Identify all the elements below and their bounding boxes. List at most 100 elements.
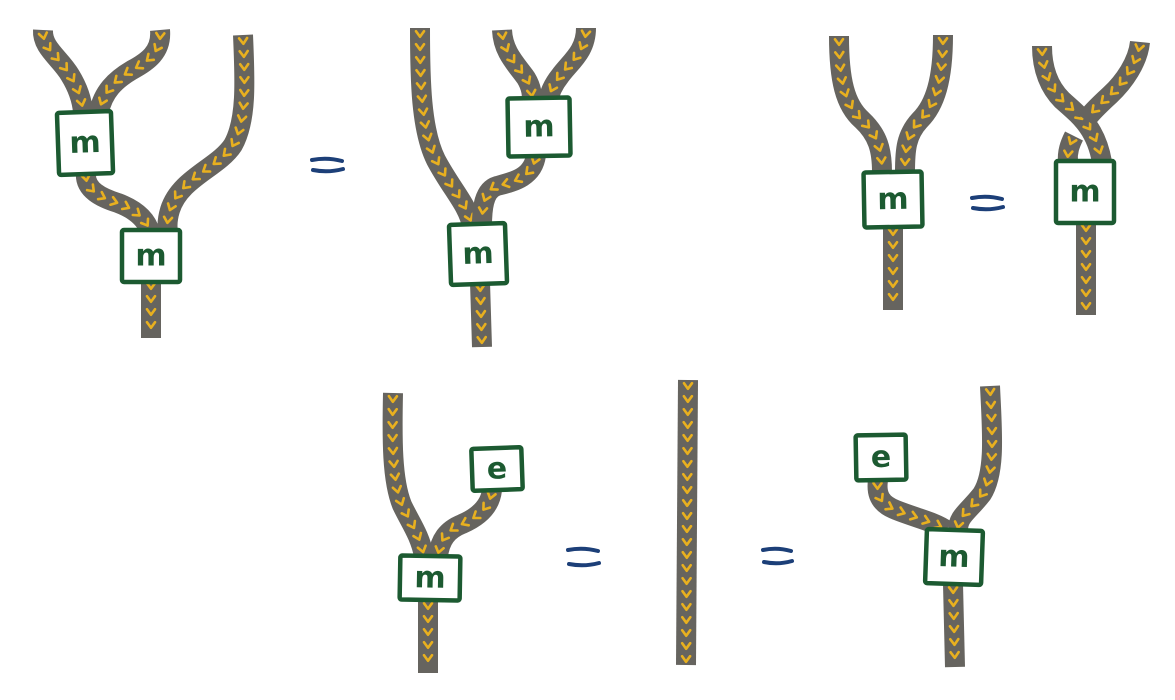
chevron-arrow-icon bbox=[937, 36, 949, 46]
chevron-arrow-icon bbox=[120, 200, 131, 211]
chevron-arrow-icon bbox=[947, 585, 959, 595]
wire-assoc-r-in1 bbox=[410, 27, 482, 229]
chevron-arrow-icon bbox=[37, 31, 49, 41]
chevron-arrow-icon bbox=[419, 120, 431, 129]
chevron-arrow-icon bbox=[513, 64, 524, 74]
chevron-arrow-icon bbox=[680, 641, 692, 651]
chevron-arrow-icon bbox=[1109, 86, 1120, 96]
wire-body bbox=[410, 27, 482, 229]
wire-body bbox=[1077, 40, 1150, 126]
chevron-arrow-icon bbox=[912, 119, 922, 129]
chevron-arrow-icon bbox=[71, 85, 82, 95]
chevron-arrow-icon bbox=[986, 452, 998, 462]
chevron-arrow-icon bbox=[680, 615, 692, 625]
equals-stroke-bottom bbox=[971, 205, 1005, 212]
chevron-arrow-icon bbox=[681, 589, 692, 599]
chevron-arrow-icon bbox=[80, 173, 91, 182]
chevron-arrow-icon bbox=[109, 195, 119, 206]
chevron-arrow-icon bbox=[839, 88, 850, 98]
chevron-arrow-icon bbox=[681, 524, 693, 534]
wire-comm-l-in1 bbox=[829, 35, 892, 173]
box-border bbox=[861, 169, 925, 230]
equals-sign-comm bbox=[970, 194, 1005, 212]
wire-comm-l-out bbox=[883, 226, 903, 310]
wire-body bbox=[89, 29, 171, 115]
chevron-arrow-icon bbox=[1080, 249, 1092, 259]
equals-stroke-top bbox=[761, 546, 793, 553]
chevron-arrow-icon bbox=[868, 130, 879, 140]
chevron-arrow-icon bbox=[948, 624, 960, 634]
chevron-arrow-icon bbox=[682, 459, 693, 469]
chevron-arrow-icon bbox=[477, 206, 489, 215]
unit-left-e-box: e bbox=[469, 444, 525, 494]
chevron-arrow-icon bbox=[682, 446, 693, 456]
box-border bbox=[446, 220, 510, 288]
chevron-arrow-icon bbox=[1093, 145, 1104, 155]
chevron-arrow-icon bbox=[1080, 301, 1092, 311]
chevron-arrow-icon bbox=[681, 485, 693, 495]
chevron-arrow-icon bbox=[475, 309, 487, 319]
chevron-arrow-icon bbox=[1091, 104, 1101, 114]
wire-unit-r-out bbox=[943, 583, 965, 668]
chevron-arrow-icon bbox=[1047, 83, 1057, 93]
chevron-arrow-icon bbox=[238, 49, 249, 59]
equals-stroke-top bbox=[310, 156, 344, 163]
chevron-arrow-icon bbox=[415, 81, 427, 91]
chevron-arrow-icon bbox=[416, 94, 428, 103]
chevron-arrow-icon bbox=[578, 40, 589, 51]
chevron-arrow-icon bbox=[563, 61, 574, 71]
chevron-arrow-icon bbox=[986, 426, 998, 436]
chevron-arrow-icon bbox=[874, 492, 884, 503]
wire-body bbox=[470, 281, 492, 348]
chevron-arrow-icon bbox=[50, 51, 60, 62]
wire-unit-l-out bbox=[418, 600, 438, 673]
chevron-arrow-icon bbox=[680, 628, 692, 638]
box-border bbox=[119, 227, 183, 285]
chevron-arrow-icon bbox=[681, 550, 693, 560]
chevron-arrow-icon bbox=[934, 74, 946, 84]
chevron-arrow-icon bbox=[422, 132, 433, 142]
chevron-arrow-icon bbox=[860, 119, 871, 129]
wire-body bbox=[538, 27, 596, 104]
chevron-arrow-icon bbox=[681, 563, 693, 573]
chevron-arrow-icon bbox=[580, 29, 592, 39]
chevron-arrow-icon bbox=[417, 107, 429, 116]
chevron-arrow-icon bbox=[475, 296, 486, 306]
wire-unit-r-e bbox=[867, 478, 952, 539]
chevron-arrow-icon bbox=[98, 96, 108, 106]
box-border bbox=[922, 526, 986, 588]
wire-body bbox=[472, 152, 546, 227]
chevron-arrow-icon bbox=[681, 576, 692, 586]
chevron-arrow-icon bbox=[937, 49, 948, 59]
chevron-arrow-icon bbox=[1118, 76, 1128, 86]
box-border bbox=[397, 553, 463, 603]
chevron-arrow-icon bbox=[482, 501, 492, 512]
chevron-arrow-icon bbox=[444, 178, 454, 188]
chevron-arrow-icon bbox=[166, 202, 177, 212]
chevron-arrow-icon bbox=[414, 29, 426, 39]
chevron-arrow-icon bbox=[145, 52, 156, 62]
wire-body bbox=[867, 478, 952, 539]
chevron-arrow-icon bbox=[236, 114, 248, 123]
chevron-arrow-icon bbox=[406, 519, 417, 530]
chevron-arrow-icon bbox=[238, 62, 250, 72]
chevron-arrow-icon bbox=[201, 163, 212, 173]
chevron-arrow-icon bbox=[123, 66, 134, 76]
equals-sign-unit-2 bbox=[761, 546, 794, 566]
chevron-arrow-icon bbox=[388, 459, 399, 469]
chevron-arrow-icon bbox=[682, 407, 694, 417]
assoc-right-bot-m-box: m bbox=[446, 220, 510, 288]
chevron-arrow-icon bbox=[961, 507, 971, 518]
chevron-arrow-icon bbox=[1064, 101, 1075, 111]
chevron-arrow-icon bbox=[1067, 136, 1078, 146]
chevron-arrow-icon bbox=[173, 190, 183, 200]
chevron-arrow-icon bbox=[212, 156, 222, 166]
chevron-arrow-icon bbox=[1036, 47, 1048, 57]
equals-sign-assoc bbox=[310, 156, 345, 174]
unit-right-e-box: e bbox=[853, 432, 909, 483]
wire-assoc-r-mid bbox=[472, 152, 546, 227]
box-label: m bbox=[1069, 175, 1100, 210]
chevron-arrow-icon bbox=[387, 394, 399, 404]
chevron-arrow-icon bbox=[901, 144, 912, 154]
chevron-arrow-icon bbox=[681, 498, 693, 508]
